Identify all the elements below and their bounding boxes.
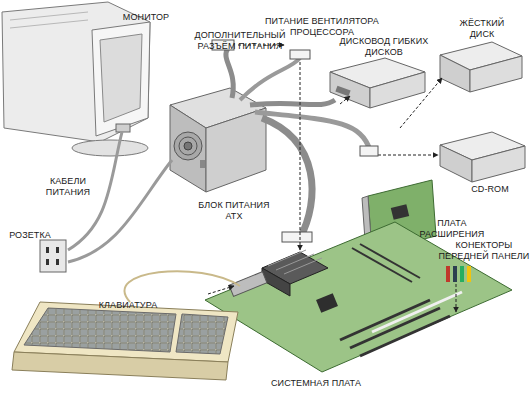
psu-fan bbox=[174, 132, 202, 160]
part-label: ПИТАНИЕ ВЕНТИЛЯТОРА ПРОЦЕССОРА bbox=[262, 16, 382, 38]
part-label: КОНЕКТОРЫ ПЕРЕДНЕЙ ПАНЕЛИ bbox=[436, 240, 532, 262]
heatsink-fin bbox=[284, 258, 322, 274]
part-label: CD-ROM bbox=[460, 184, 520, 195]
floppy-connector bbox=[335, 86, 350, 96]
power-cable bbox=[250, 100, 335, 105]
part-label: ПЛАТА РАСШИРЕНИЯ bbox=[412, 218, 492, 240]
keyboard-cable bbox=[124, 271, 240, 302]
heatsink-fin bbox=[268, 250, 306, 266]
front-panel-pin bbox=[460, 266, 464, 282]
vent-line bbox=[10, 20, 88, 28]
psu-power-cable bbox=[68, 160, 172, 262]
monitor-bezel bbox=[92, 22, 150, 136]
monitor-stand bbox=[72, 140, 148, 156]
molex-connector bbox=[360, 146, 378, 156]
atx-power-cable bbox=[262, 118, 312, 238]
expansion-slot bbox=[372, 292, 462, 332]
front-panel-pin bbox=[446, 266, 450, 282]
memory-slot bbox=[360, 244, 420, 278]
cdrom-front bbox=[440, 145, 472, 182]
dashed-arrow bbox=[400, 78, 442, 128]
monitor-screen bbox=[100, 34, 142, 122]
part-label: ЖЁСТКИЙ ДИСК bbox=[454, 18, 510, 40]
hdd-front bbox=[440, 55, 470, 92]
dashed-arrow bbox=[300, 62, 301, 250]
hdd-side bbox=[470, 56, 522, 92]
memory-slot bbox=[352, 248, 412, 282]
keyboard-keys bbox=[24, 308, 176, 352]
part-label: БЛОК ПИТАНИЯ ATX bbox=[194, 200, 274, 222]
outlet-hole bbox=[56, 247, 59, 253]
fan-grille bbox=[179, 137, 197, 155]
fan-power-connector bbox=[290, 50, 310, 59]
outlet-hole bbox=[56, 259, 59, 265]
numeric-keypad bbox=[176, 314, 228, 354]
power-cable bbox=[240, 58, 300, 100]
part-label: ДИСКОВОД ГИБКИХ ДИСКОВ bbox=[332, 36, 436, 58]
part-label: КЛАВИАТУРА bbox=[83, 300, 173, 311]
keyboard-front bbox=[12, 352, 228, 380]
psu-side bbox=[206, 108, 266, 192]
vent-line bbox=[10, 12, 88, 20]
dashed-arrow bbox=[208, 286, 234, 294]
power-cable bbox=[255, 112, 370, 150]
part-label: КАБЕЛИ ПИТАНИЯ bbox=[40, 176, 96, 198]
expansion-slot bbox=[360, 316, 450, 356]
front-panel-pin bbox=[453, 266, 457, 282]
psu-switch bbox=[200, 160, 205, 168]
psu-front bbox=[170, 105, 206, 192]
part-label: МОНИТОР bbox=[111, 12, 181, 23]
part-label: РОЗЕТКА bbox=[0, 230, 60, 241]
fan-hub bbox=[184, 142, 192, 150]
outlet-hole bbox=[46, 259, 49, 265]
cdrom-side bbox=[472, 146, 525, 182]
dashed-arrow bbox=[378, 155, 438, 156]
floppy-front bbox=[330, 72, 370, 108]
front-panel-pin bbox=[467, 266, 471, 282]
card-chip bbox=[391, 204, 409, 220]
heatsink-fin bbox=[276, 254, 314, 270]
chipset bbox=[316, 293, 338, 313]
part-label: СИСТЕМНАЯ ПЛАТА bbox=[256, 378, 376, 389]
monitor-power-socket bbox=[116, 124, 130, 132]
atx-connector bbox=[282, 232, 312, 242]
wall-outlet bbox=[40, 240, 66, 272]
outlet-hole bbox=[46, 247, 49, 253]
keyboard-top bbox=[14, 302, 238, 362]
monitor-housing bbox=[2, 2, 150, 142]
floppy-side bbox=[370, 72, 425, 108]
part-label: ДОПОЛНИТЕЛЬНЫЙ РАЗЪЁМ ПИТАНИЯ bbox=[192, 30, 288, 52]
dashed-arrow bbox=[340, 96, 350, 104]
dashed-arrow bbox=[456, 284, 457, 312]
power-cable bbox=[226, 48, 233, 98]
